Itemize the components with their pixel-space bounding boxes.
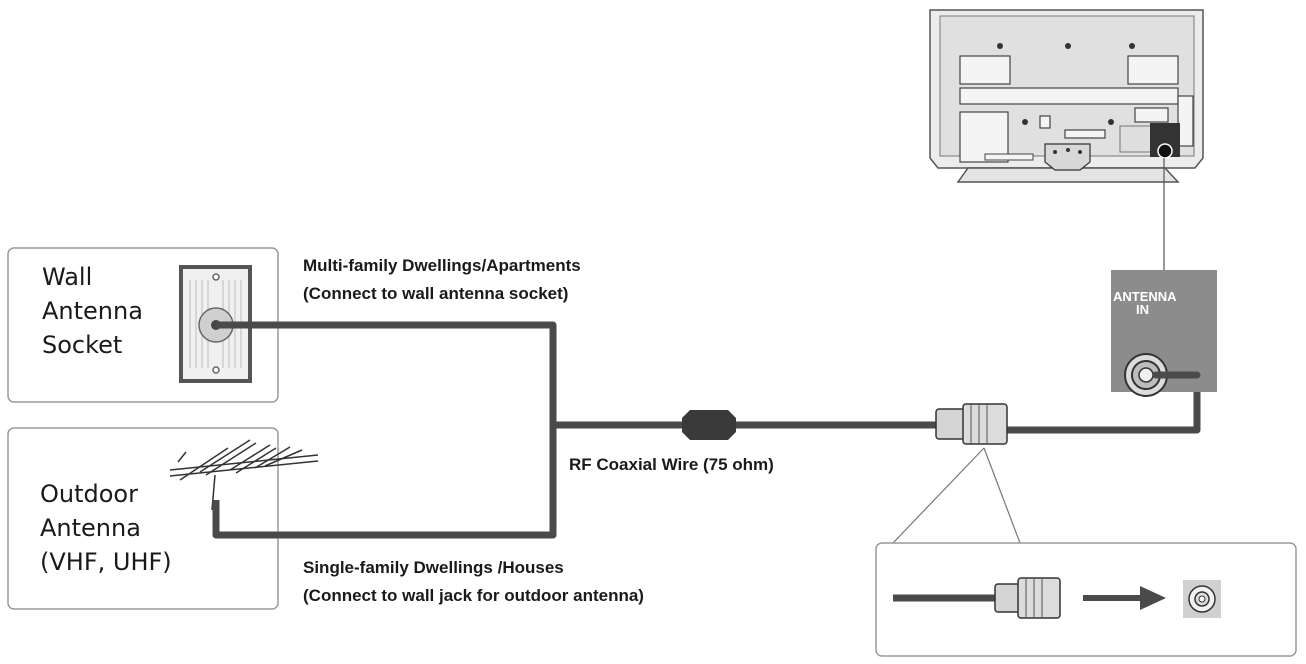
outdoor-antenna-box: Outdoor Antenna (VHF, UHF) [7, 427, 319, 610]
outdoor-label-line2: Antenna [40, 514, 141, 542]
coax-plug-icon [935, 403, 1008, 445]
insert-arrow-icon [1083, 586, 1166, 610]
multi-family-label: Multi-family Dwellings/Apartments [303, 256, 581, 275]
connection-detail-inset [875, 447, 1297, 657]
single-family-label: Single-family Dwellings /Houses [303, 558, 564, 577]
antenna-in-label: ANTENNA [1113, 289, 1177, 304]
antenna-in-sublabel: IN [1136, 302, 1149, 317]
wall-label-line2: Antenna [42, 297, 143, 325]
single-family-note: (Connect to wall jack for outdoor antenn… [303, 586, 644, 605]
jack-socket-icon [1183, 580, 1221, 618]
tv-rear-panel [929, 9, 1204, 183]
antenna-in-panel: ANTENNA IN [1111, 270, 1217, 397]
outdoor-label-line1: Outdoor [40, 480, 138, 508]
ferrite-core-icon [682, 410, 736, 440]
wall-label-line1: Wall [42, 263, 92, 291]
multi-family-note: (Connect to wall antenna socket) [303, 284, 568, 303]
antenna-in-jack-icon [1124, 353, 1168, 397]
rf-coaxial-label: RF Coaxial Wire (75 ohm) [569, 455, 774, 474]
wall-label-line3: Socket [42, 331, 122, 359]
outdoor-label-line3: (VHF, UHF) [40, 548, 172, 576]
